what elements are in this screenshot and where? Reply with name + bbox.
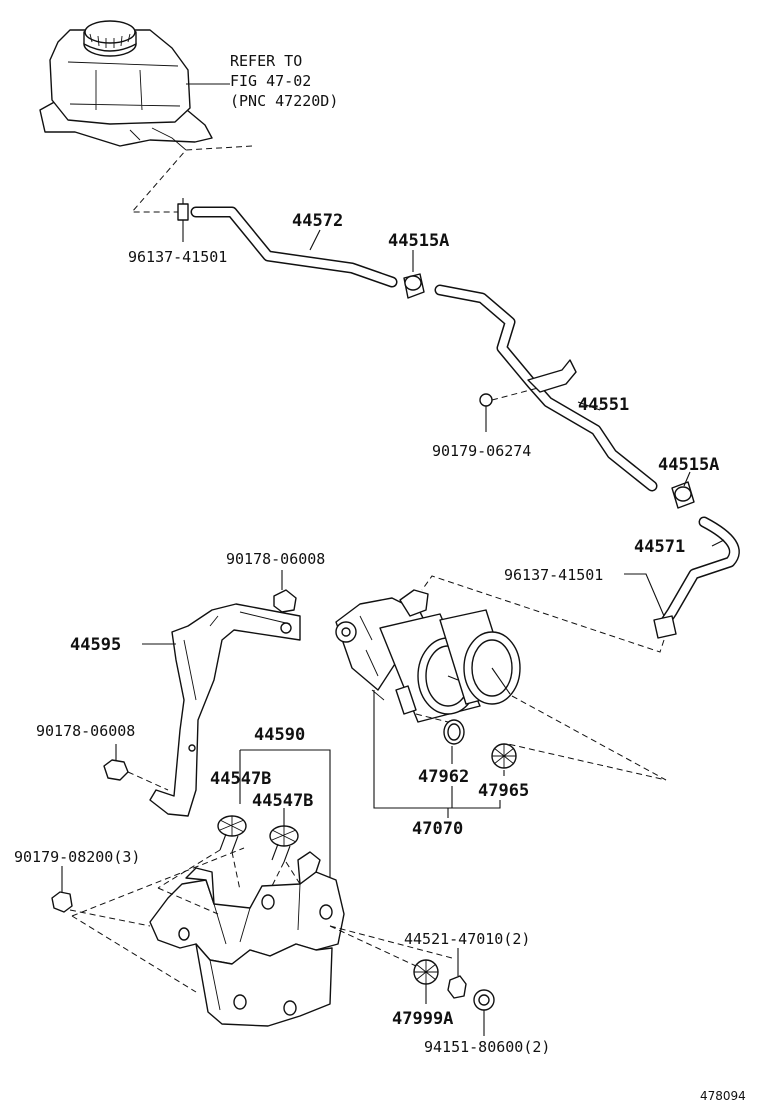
label-96137-41501-top: 96137-41501: [128, 248, 227, 266]
hose-44571-illustration: [653, 516, 740, 639]
label-44551: 44551: [578, 395, 629, 415]
hose-44572-illustration: [177, 198, 398, 288]
label-94151-80600: 94151-80600(2): [424, 1038, 550, 1056]
refer-to-line3: (PNC 47220D): [230, 92, 338, 110]
label-47965: 47965: [478, 781, 529, 801]
label-44515A-top: 44515A: [388, 231, 449, 251]
label-44521-47010: 44521-47010(2): [404, 930, 530, 948]
label-44547B-b: 44547B: [252, 791, 313, 811]
label-47070: 47070: [412, 819, 463, 839]
nut-90178-top-illustration: [273, 589, 297, 613]
label-44595: 44595: [70, 635, 121, 655]
collar-44521-illustration: [447, 975, 467, 999]
figure-id: 478094: [700, 1089, 746, 1103]
cushion-47965-illustration: [491, 743, 517, 769]
label-44572: 44572: [292, 211, 343, 231]
clip-44515A-top-illustration: [403, 273, 425, 299]
nut-90179-08200-illustration: [51, 891, 73, 913]
grommet-44547B-b-illustration: [269, 825, 299, 863]
bracket-44595-illustration: [149, 603, 301, 817]
label-44547B-a: 44547B: [210, 769, 271, 789]
refer-to-line2: FIG 47-02: [230, 72, 311, 90]
label-47962: 47962: [418, 767, 469, 787]
label-90178-06008-top: 90178-06008: [226, 550, 325, 568]
label-47999A: 47999A: [392, 1009, 453, 1029]
oring-47962-illustration: [443, 719, 465, 745]
nut-90178-left-illustration: [103, 759, 129, 781]
label-44515A-mid: 44515A: [658, 455, 719, 475]
pump-motor-47070-illustration: [335, 589, 521, 723]
lower-bracket-illustration: [149, 851, 345, 1027]
pipe-44551-illustration: [434, 284, 658, 492]
reservoir-tank-illustration: [39, 20, 213, 151]
label-90179-08200: 90179-08200(3): [14, 848, 140, 866]
label-44571: 44571: [634, 537, 685, 557]
label-44590: 44590: [254, 725, 305, 745]
refer-to-line1: REFER TO: [230, 52, 302, 70]
grommet-44547B-a-illustration: [217, 815, 247, 853]
clip-44515A-mid-illustration: [671, 481, 695, 509]
nut-94151-illustration: [473, 989, 495, 1011]
label-96137-41501-mid: 96137-41501: [504, 566, 603, 584]
label-90178-06008-left: 90178-06008: [36, 722, 135, 740]
cushion-47999A-illustration: [413, 959, 439, 985]
label-90179-06274: 90179-06274: [432, 442, 531, 460]
